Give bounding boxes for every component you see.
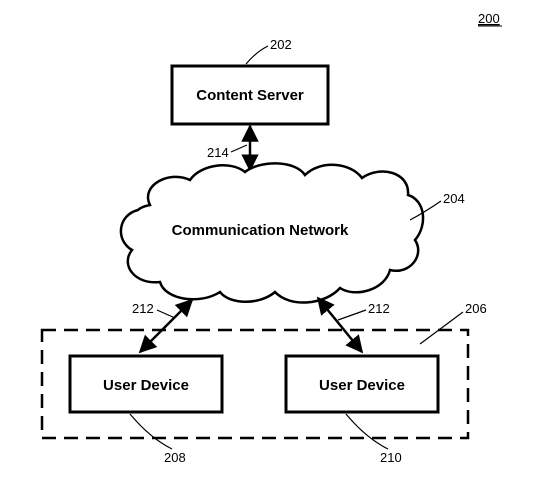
content-server-label: Content Server (196, 87, 304, 104)
network-left-device-ref: 212 (132, 301, 154, 316)
communication-network-label: Communication Network (172, 222, 349, 239)
network-right-device-ref: 212 (368, 301, 390, 316)
user-device-right-label: User Device (319, 377, 405, 394)
user-device-left-label: User Device (103, 377, 189, 394)
communication-network-ref: 204 (443, 191, 465, 206)
communication-network-leader (409, 200, 442, 221)
user-device-right-ref: 210 (380, 450, 402, 465)
user-device-left-leader (129, 413, 173, 450)
user-device-left-box (68, 354, 224, 414)
server-network-leader (230, 144, 248, 153)
figure-number: 200 (478, 11, 500, 26)
user-device-group-leader (419, 311, 464, 345)
content-server-ref: 202 (270, 37, 292, 52)
network-left-device-arrow (138, 298, 194, 354)
content-server-leader (245, 45, 269, 65)
user-device-left-ref: 208 (164, 450, 186, 465)
user-device-right-box (284, 354, 440, 414)
network-left-device-leader (156, 309, 176, 319)
communication-network-cloud (119, 162, 425, 304)
user-device-group (40, 328, 470, 440)
user-device-right-leader (345, 413, 389, 450)
network-right-device-leader (337, 309, 367, 321)
network-right-device-arrow (316, 296, 364, 354)
user-device-group-ref: 206 (465, 301, 487, 316)
server-network-ref: 214 (207, 145, 229, 160)
content-server-box (170, 64, 330, 126)
